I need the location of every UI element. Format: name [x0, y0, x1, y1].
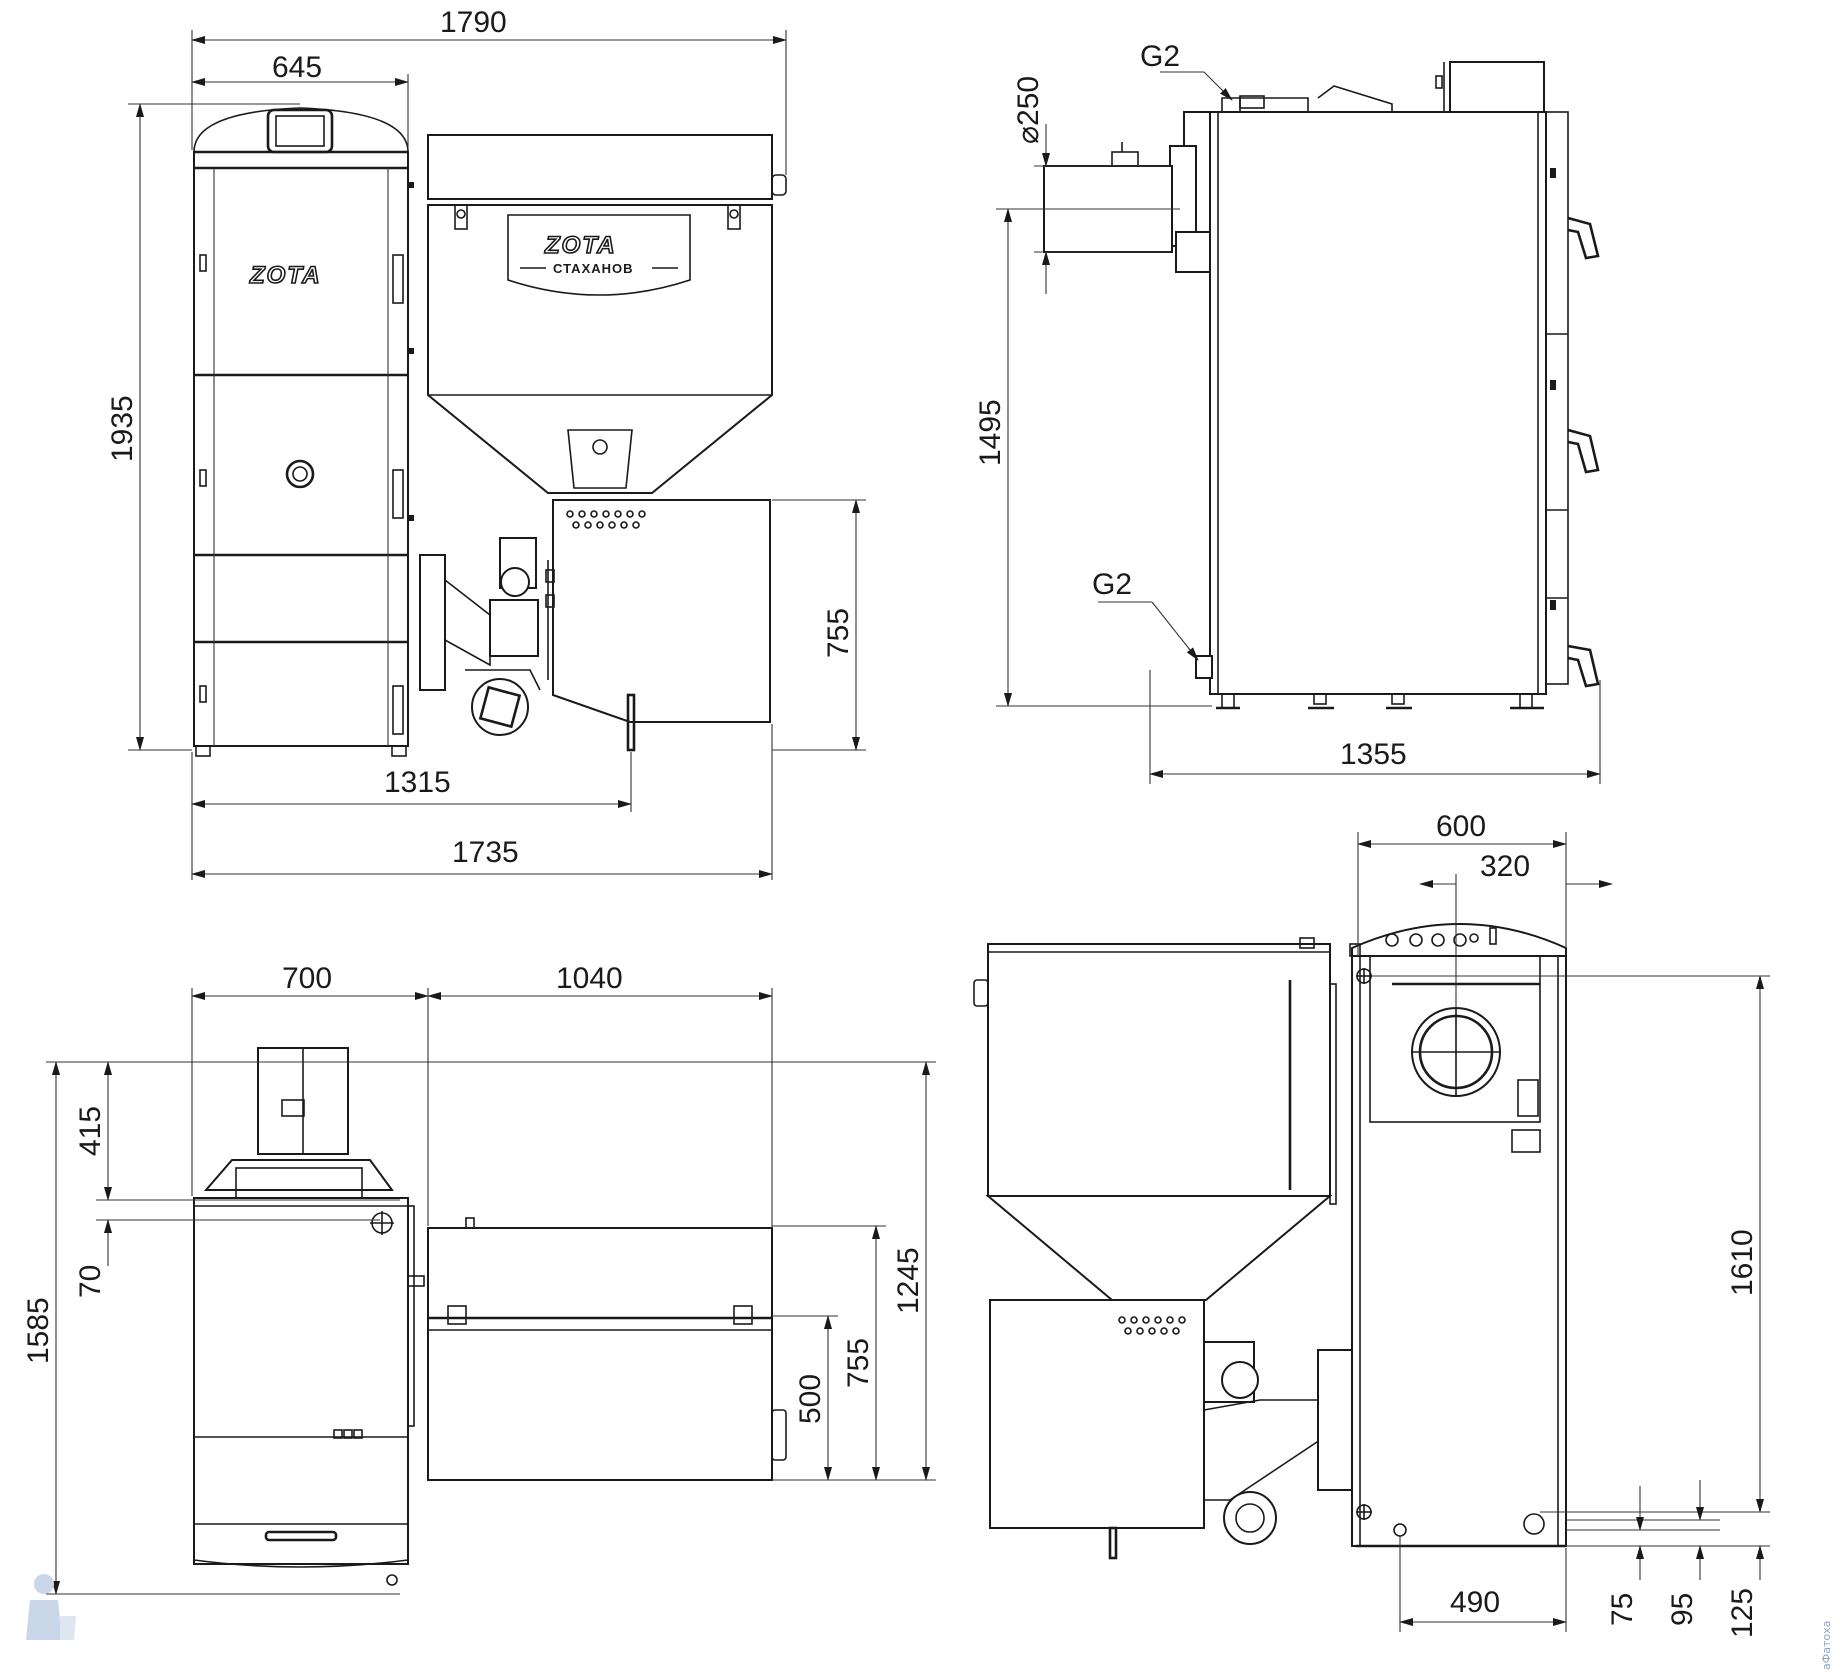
- dim-pipe-spacing: 490: [1450, 1586, 1500, 1619]
- dim-bottom-95: 95: [1666, 1593, 1699, 1626]
- dim-overall-width: 1790: [440, 6, 507, 39]
- boiler-front: ZOTA: [193, 107, 414, 757]
- rear-vent-holes: [1118, 1316, 1186, 1335]
- dim-boiler-width-top: 700: [282, 962, 332, 995]
- watermark-mascot: аФатоха: [26, 1574, 1833, 1670]
- rear-dimensions: 600 320 1610 490 75 95 125: [1357, 810, 1770, 1638]
- dim-bottom-125: 125: [1726, 1588, 1759, 1638]
- boiler-rear: [1349, 923, 1567, 1548]
- front-view: ZOTA ZOTA СТАХАНОВ: [106, 6, 866, 880]
- model-label: СТАХАНОВ: [553, 261, 634, 276]
- hopper-front: ZOTA СТАХАНОВ: [427, 134, 787, 494]
- dim-flue-height: 1495: [974, 399, 1007, 466]
- side-view: G2 G2 ⌀250 1495 1355: [974, 40, 1601, 784]
- dim-rear-width: 600: [1436, 810, 1486, 843]
- dim-pipe-offset: 70: [74, 1265, 107, 1298]
- feeder-front: [419, 499, 771, 752]
- dim-hopper-width-top: 1040: [556, 962, 623, 995]
- vent-holes: [566, 510, 646, 529]
- hopper-top: [427, 1217, 787, 1481]
- dim-depth: 1355: [1340, 738, 1407, 771]
- dim-hopper-depth: 1245: [892, 1247, 925, 1314]
- dim-hopper-lid: 500: [794, 1374, 827, 1424]
- dim-hopper-inner: 755: [842, 1338, 875, 1388]
- dim-flue-diameter: ⌀250: [1012, 76, 1045, 144]
- dim-leg-distance: 1315: [384, 766, 451, 799]
- top-view: 700 1040 415 70 1585 1245 755 500: [22, 962, 936, 1595]
- dim-base-width: 1735: [452, 836, 519, 869]
- hopper-logo: ZOTA: [544, 232, 617, 259]
- hopper-rear: [973, 937, 1355, 1560]
- dim-hopper-base-height: 755: [822, 608, 855, 658]
- dim-boiler-width: 645: [272, 51, 322, 84]
- boiler-top: [193, 1047, 425, 1586]
- dim-flue-offset-rear: 320: [1480, 850, 1530, 883]
- dim-bottom-75: 75: [1606, 1593, 1639, 1626]
- dim-top-connection: G2: [1140, 40, 1180, 73]
- front-logo: ZOTA: [249, 262, 322, 289]
- watermark-text: аФатоха: [1820, 1621, 1833, 1670]
- dim-height: 1935: [106, 395, 139, 462]
- side-dimensions: G2 G2 ⌀250 1495 1355: [974, 40, 1601, 784]
- boiler-side: [1043, 61, 1600, 710]
- dim-pipe-height: 1610: [1726, 1229, 1759, 1296]
- dim-total-depth: 1585: [22, 1297, 55, 1364]
- rear-view: 600 320 1610 490 75 95 125: [973, 810, 1770, 1638]
- dim-bottom-connection: G2: [1092, 568, 1132, 601]
- top-dimensions: 700 1040 415 70 1585 1245 755 500: [22, 962, 936, 1595]
- dim-flue-offset: 415: [74, 1106, 107, 1156]
- front-dimensions: 1790 645 1935 755 1315 1735: [106, 6, 866, 880]
